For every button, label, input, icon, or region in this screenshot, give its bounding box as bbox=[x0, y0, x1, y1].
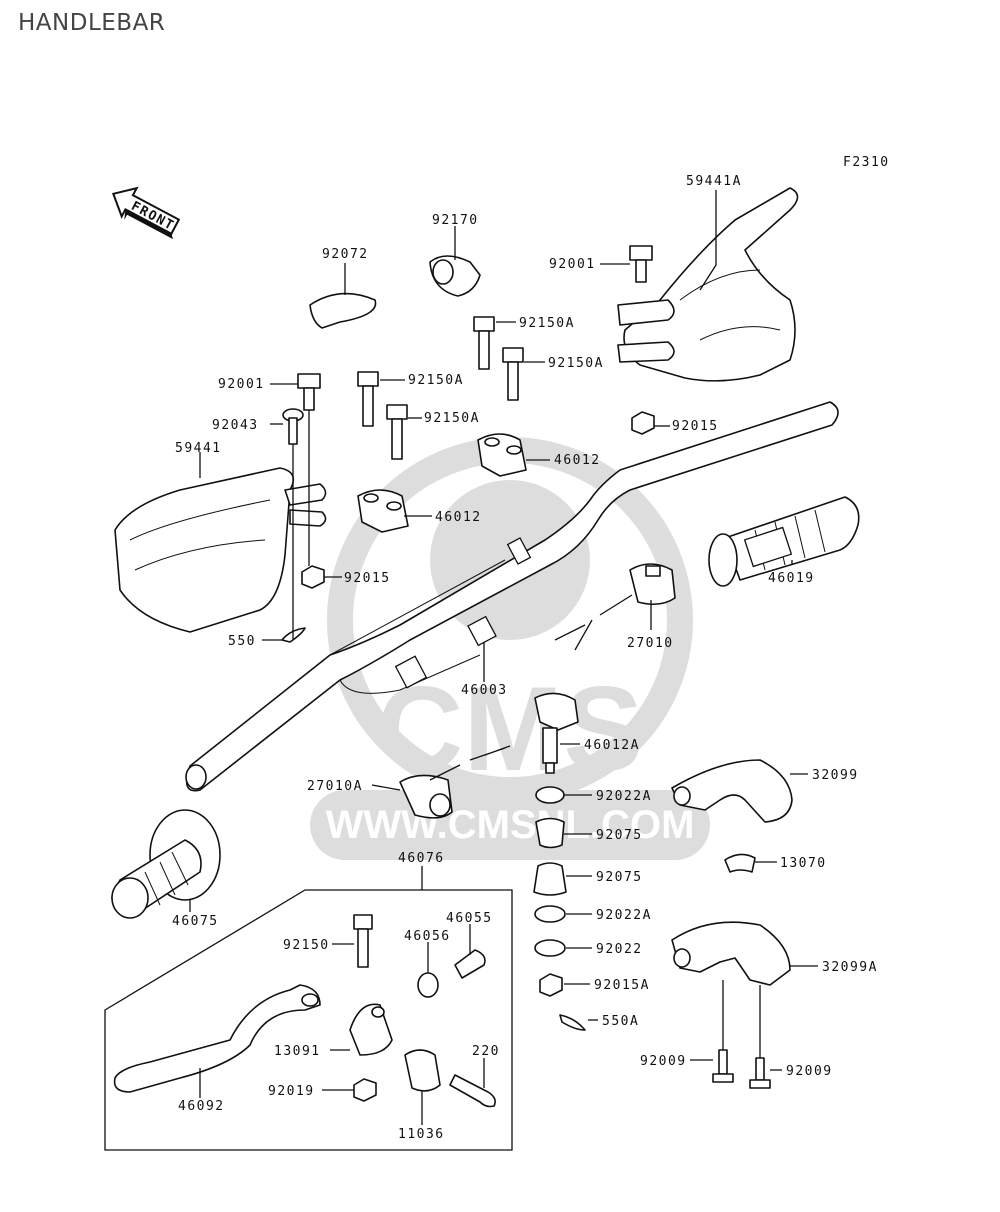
label-13091: 13091 bbox=[274, 1044, 321, 1059]
label-92015-top: 92015 bbox=[672, 419, 719, 434]
label-92015a: 92015A bbox=[594, 978, 650, 993]
bolt-92150 bbox=[353, 914, 373, 968]
grip-46019 bbox=[708, 496, 860, 587]
bolt-92009-1 bbox=[712, 1049, 734, 1083]
nut-92015a bbox=[539, 973, 563, 997]
nut-46056 bbox=[417, 972, 439, 998]
label-46012-2: 46012 bbox=[435, 510, 482, 525]
cover-32099 bbox=[671, 759, 793, 823]
lever-46092 bbox=[113, 984, 321, 1093]
holder-46012-upper bbox=[477, 433, 527, 477]
label-32099a: 32099A bbox=[822, 960, 878, 975]
page-title: HANDLEBAR bbox=[18, 10, 166, 36]
label-92022a-2: 92022A bbox=[596, 908, 652, 923]
label-27010a: 27010A bbox=[307, 779, 363, 794]
cable-band-92072 bbox=[309, 292, 377, 329]
label-46012a: 46012A bbox=[584, 738, 640, 753]
grip-46075 bbox=[111, 809, 221, 919]
label-92072: 92072 bbox=[322, 247, 369, 262]
rubber-92075-2 bbox=[533, 862, 567, 896]
holder-46012-lower bbox=[357, 489, 409, 533]
watermark-brand: CMS bbox=[377, 662, 644, 796]
washer-92022a-1 bbox=[535, 786, 565, 804]
label-92009-1: 92009 bbox=[640, 1054, 687, 1069]
handlebar-tube bbox=[185, 401, 839, 792]
bolt-92150a-1 bbox=[473, 316, 495, 370]
label-13070: 13070 bbox=[780, 856, 827, 871]
cotter-pin-550a bbox=[559, 1014, 586, 1031]
clamp-46012a bbox=[534, 692, 579, 774]
label-92150a-4: 92150A bbox=[424, 411, 480, 426]
label-46056: 46056 bbox=[404, 929, 451, 944]
label-92015-left: 92015 bbox=[344, 571, 391, 586]
label-92150a-3: 92150A bbox=[408, 373, 464, 388]
cover-32099a bbox=[671, 921, 791, 986]
label-92022a-1: 92022A bbox=[596, 789, 652, 804]
label-27010: 27010 bbox=[627, 636, 674, 651]
part-labels: 59441A 92001 92170 92072 92150A 92150A 9… bbox=[172, 174, 878, 1142]
rubber-92075-1 bbox=[535, 817, 565, 849]
handguard-right bbox=[617, 187, 799, 382]
watermark-url: WWW.CMSNL.COM bbox=[326, 803, 695, 847]
label-59441a: 59441A bbox=[686, 174, 742, 189]
label-92170: 92170 bbox=[432, 213, 479, 228]
bolt-92001-top bbox=[629, 245, 653, 283]
bolt-92150a-4 bbox=[386, 404, 408, 460]
label-92001-left: 92001 bbox=[218, 377, 265, 392]
bolt-220 bbox=[449, 1074, 496, 1108]
bolt-92150a-3 bbox=[357, 371, 379, 427]
handguard-left bbox=[114, 467, 327, 633]
label-46055: 46055 bbox=[446, 911, 493, 926]
label-92009-2: 92009 bbox=[786, 1064, 833, 1079]
label-32099: 32099 bbox=[812, 768, 859, 783]
washer-92022 bbox=[534, 939, 566, 957]
label-92022: 92022 bbox=[596, 942, 643, 957]
label-92043: 92043 bbox=[212, 418, 259, 433]
label-92075-1: 92075 bbox=[596, 828, 643, 843]
label-11036: 11036 bbox=[398, 1127, 445, 1142]
label-550a: 550A bbox=[602, 1014, 639, 1029]
label-46076: 46076 bbox=[398, 851, 445, 866]
label-92150a-1: 92150A bbox=[519, 316, 575, 331]
nut-92015-left bbox=[301, 565, 325, 589]
adjuster-46055 bbox=[454, 949, 486, 979]
label-46012-1: 46012 bbox=[554, 453, 601, 468]
clamp-92170 bbox=[429, 255, 481, 297]
label-92150: 92150 bbox=[283, 938, 330, 953]
lever-holder-13091 bbox=[349, 1003, 393, 1056]
label-46075: 46075 bbox=[172, 914, 219, 929]
switch-27010a bbox=[399, 745, 511, 819]
label-92019: 92019 bbox=[268, 1084, 315, 1099]
bolt-92001-left bbox=[297, 373, 321, 411]
pin-92043 bbox=[282, 408, 304, 445]
label-92001-top: 92001 bbox=[549, 257, 596, 272]
nut-92019 bbox=[353, 1078, 377, 1102]
bolt-92009-2 bbox=[749, 1057, 771, 1089]
label-220: 220 bbox=[472, 1044, 500, 1059]
label-59441: 59441 bbox=[175, 441, 222, 456]
label-46092: 46092 bbox=[178, 1099, 225, 1114]
clamp-11036 bbox=[404, 1049, 441, 1092]
bolt-92150a-2 bbox=[502, 347, 524, 401]
piece-13070 bbox=[724, 853, 756, 873]
label-92150a-2: 92150A bbox=[548, 356, 604, 371]
front-arrow-icon: FRONT bbox=[111, 186, 181, 240]
washer-92022a-2 bbox=[534, 905, 566, 923]
label-550: 550 bbox=[228, 634, 256, 649]
lever-assembly-box bbox=[104, 889, 513, 1151]
label-46003: 46003 bbox=[461, 683, 508, 698]
figure-code: F2310 bbox=[843, 155, 890, 170]
label-92075-2: 92075 bbox=[596, 870, 643, 885]
nut-92015-top bbox=[631, 411, 655, 435]
leader-lines bbox=[189, 190, 818, 1125]
switch-27010 bbox=[554, 563, 676, 651]
label-46019: 46019 bbox=[768, 571, 815, 586]
